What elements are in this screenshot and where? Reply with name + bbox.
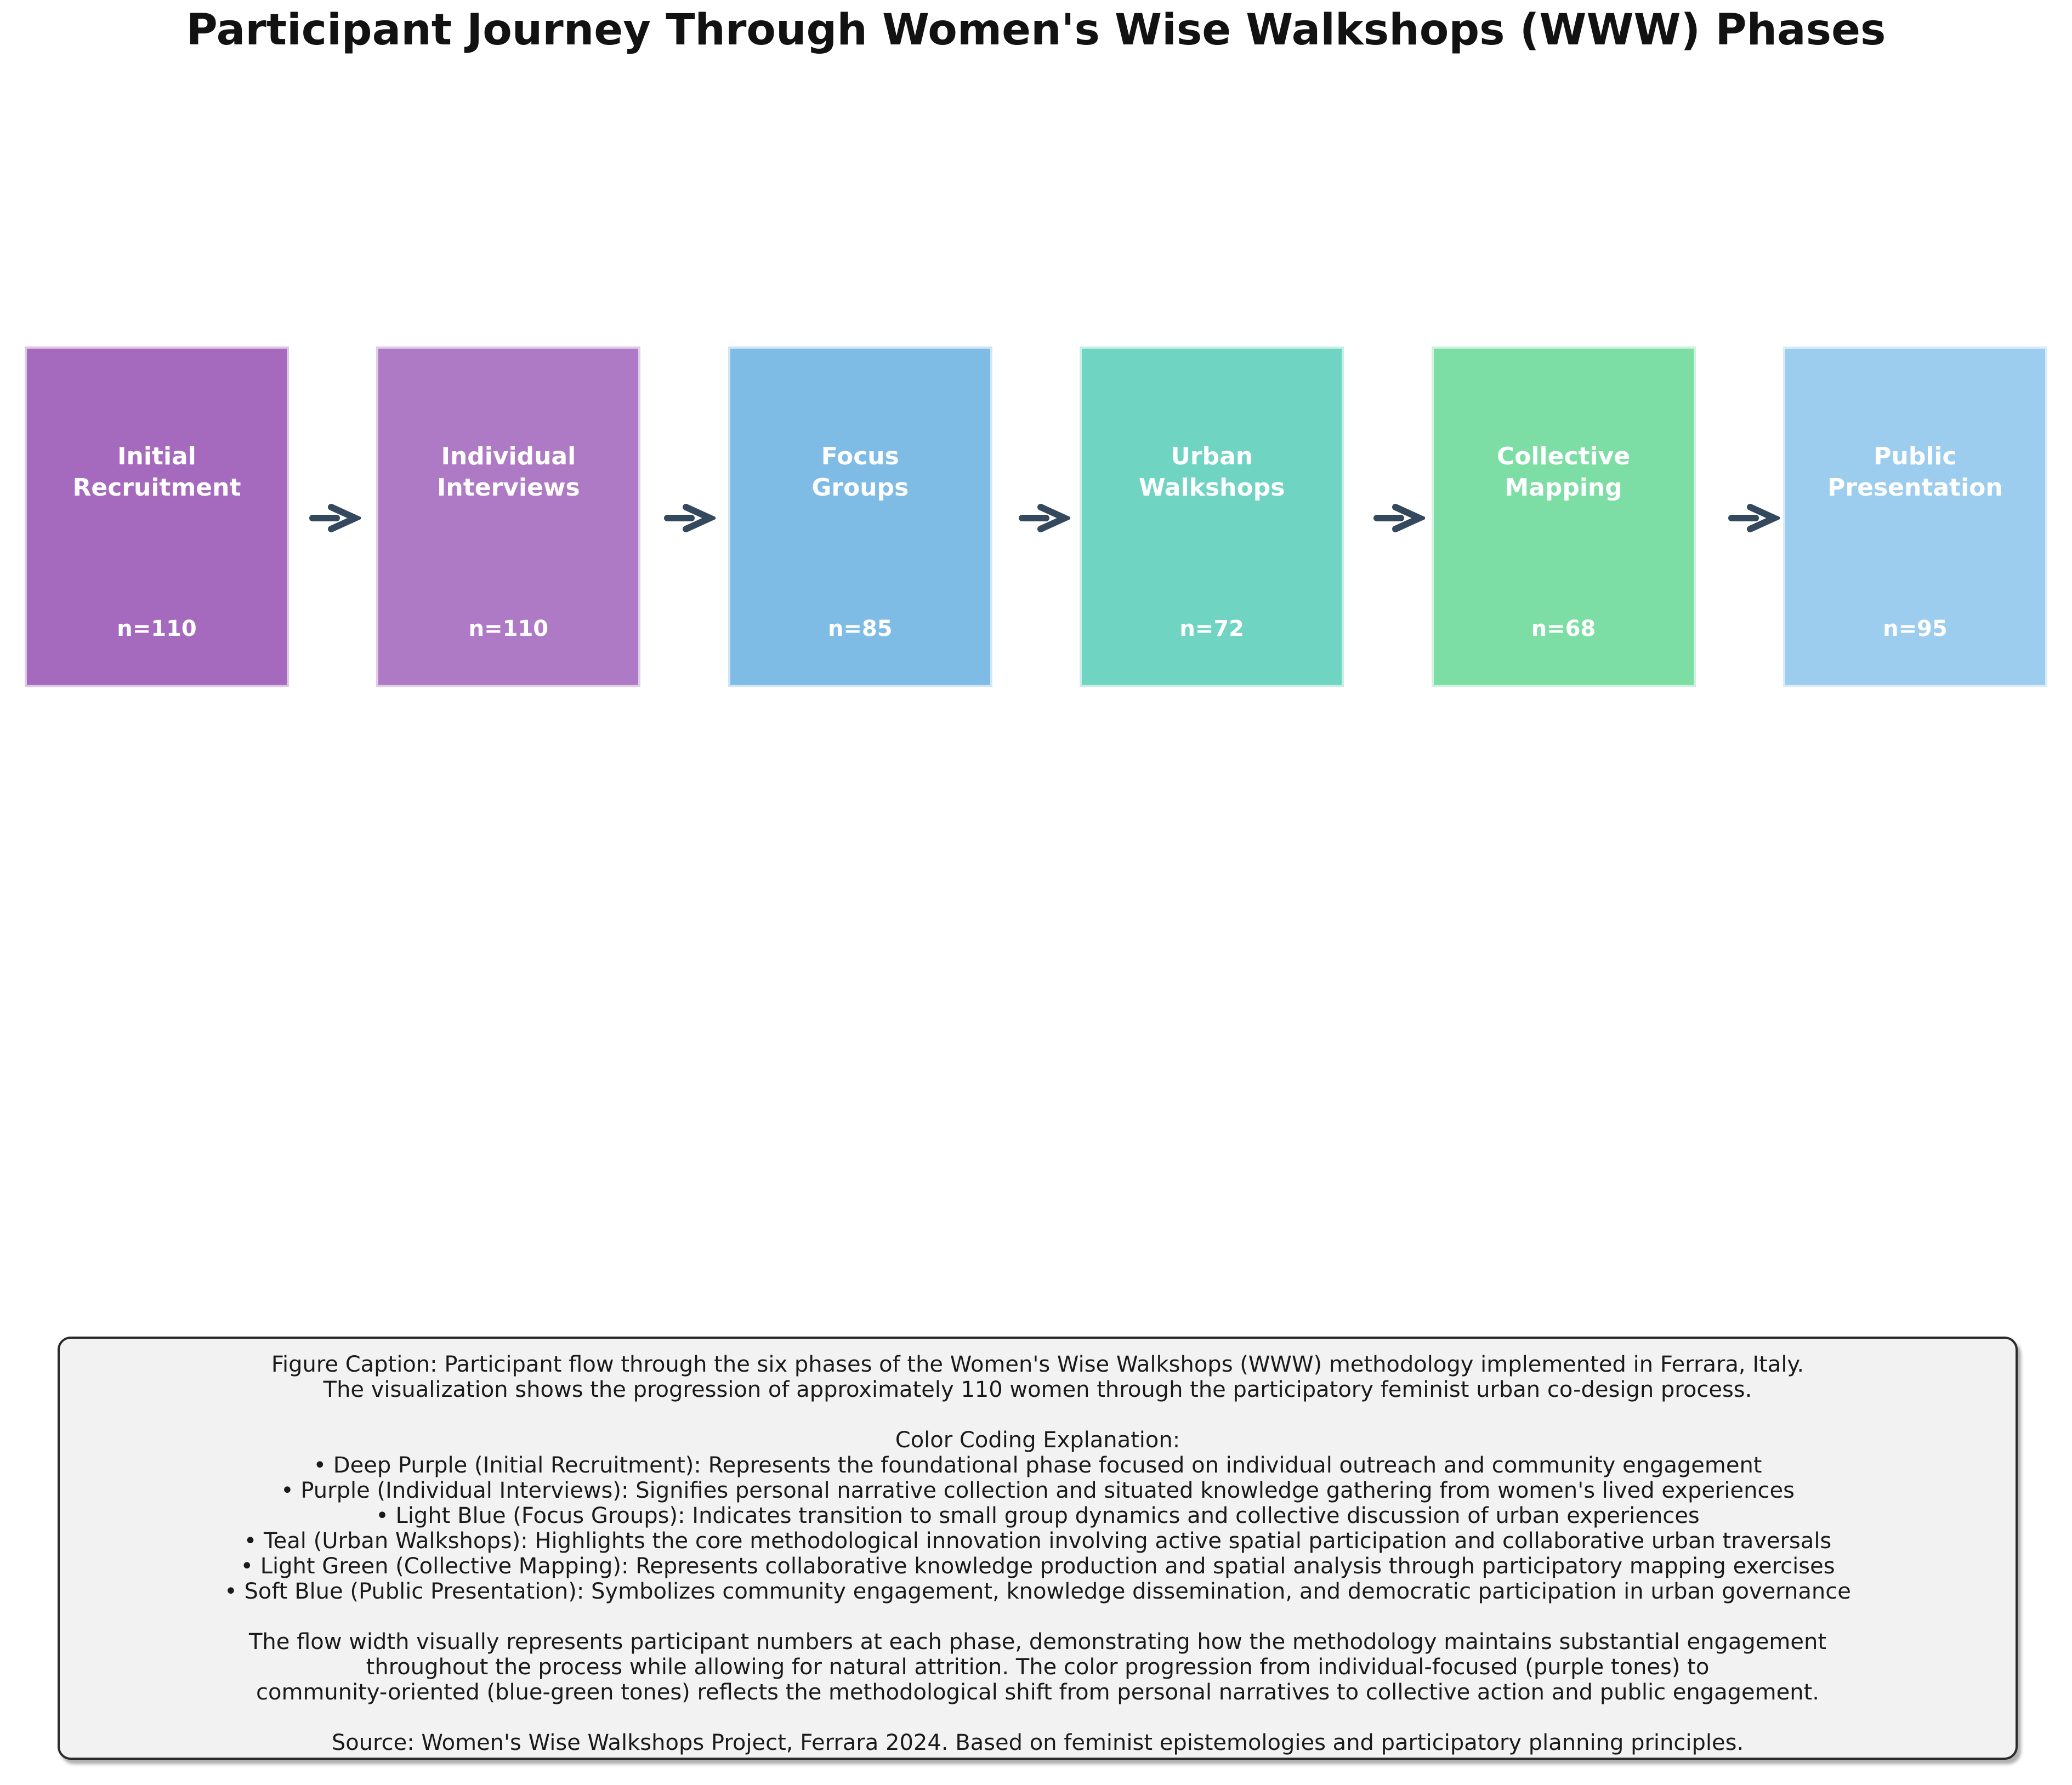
page-title: Participant Journey Through Women's Wise… <box>186 5 1886 55</box>
right-arrow-icon <box>309 504 361 532</box>
phase-label: Individual Interviews <box>437 442 580 502</box>
phase-label: Public Presentation <box>1827 442 2003 502</box>
phase-label: Collective Mapping <box>1496 442 1631 502</box>
figure-caption-box: Figure Caption: Participant flow through… <box>58 1337 2018 1760</box>
right-arrow-icon <box>1019 504 1070 532</box>
caption-bullet: • Soft Blue (Public Presentation): Symbo… <box>224 1579 1851 1604</box>
phase-box-initial-recruitment: Initial Recruitment n=110 <box>25 346 289 687</box>
phase-box-collective-mapping: Collective Mapping n=68 <box>1431 346 1696 687</box>
caption-heading: Color Coding Explanation: <box>895 1428 1180 1453</box>
right-arrow-icon <box>1728 504 1780 532</box>
phase-box-public-presentation: Public Presentation n=95 <box>1783 346 2047 687</box>
phase-label: Initial Recruitment <box>72 442 241 502</box>
caption-flow-line: community-oriented (blue-green tones) re… <box>256 1680 1819 1705</box>
phase-label: Urban Walkshops <box>1138 442 1285 502</box>
caption-bullet: • Purple (Individual Interviews): Signif… <box>281 1478 1795 1503</box>
caption-source: Source: Women's Wise Walkshops Project, … <box>331 1730 1744 1755</box>
caption-flow-line: throughout the process while allowing fo… <box>366 1655 1710 1680</box>
caption-bullet: • Teal (Urban Walkshops): Highlights the… <box>243 1528 1832 1554</box>
caption-intro-line: Figure Caption: Participant flow through… <box>271 1352 1804 1377</box>
phase-participant-count: n=85 <box>827 616 893 641</box>
phase-participant-count: n=110 <box>468 616 549 641</box>
phase-label: Focus Groups <box>811 442 909 502</box>
caption-flow-line: The flow width visually represents parti… <box>248 1629 1827 1655</box>
right-arrow-icon <box>664 504 716 532</box>
phase-participant-count: n=110 <box>117 616 197 641</box>
phase-flow-diagram: Initial Recruitment n=110 Individual Int… <box>25 346 2047 687</box>
caption-bullet: • Deep Purple (Initial Recruitment): Rep… <box>313 1453 1762 1478</box>
right-arrow-icon <box>1373 504 1425 532</box>
phase-box-individual-interviews: Individual Interviews n=110 <box>376 346 641 687</box>
phase-box-focus-groups: Focus Groups n=85 <box>728 346 992 687</box>
caption-bullet: • Light Green (Collective Mapping): Repr… <box>240 1554 1835 1579</box>
phase-participant-count: n=95 <box>1883 616 1948 641</box>
caption-bullet: • Light Blue (Focus Groups): Indicates t… <box>376 1503 1700 1528</box>
phase-participant-count: n=72 <box>1179 616 1244 641</box>
phase-box-urban-walkshops: Urban Walkshops n=72 <box>1080 346 1344 687</box>
caption-intro-line: The visualization shows the progression … <box>323 1377 1752 1402</box>
phase-participant-count: n=68 <box>1531 616 1596 641</box>
